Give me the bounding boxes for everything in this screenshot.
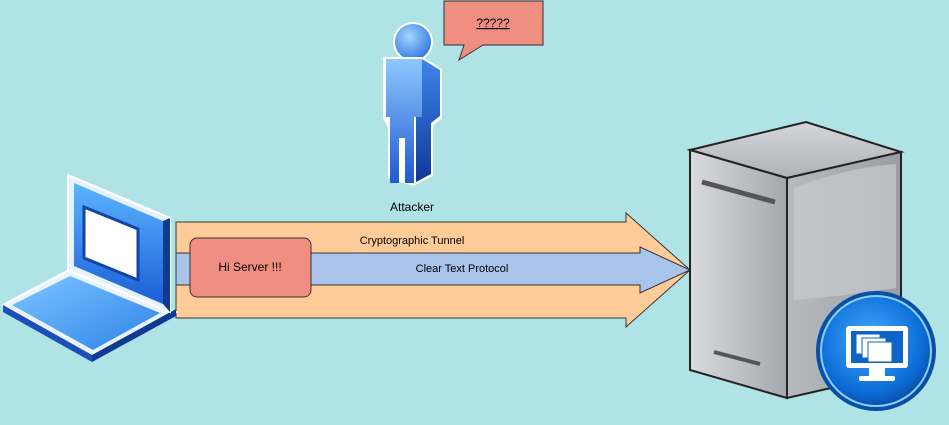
laptop-icon xyxy=(0,173,179,362)
attacker-label: Attacker xyxy=(390,200,434,214)
message-label: Hi Server !!! xyxy=(218,260,281,274)
remote-desktop-icon xyxy=(816,291,936,411)
speech-bubble xyxy=(443,0,544,62)
person-icon xyxy=(383,22,442,186)
protocol-label: Clear Text Protocol xyxy=(416,263,509,275)
tunnel-label: Cryptographic Tunnel xyxy=(360,235,465,247)
speech-text: ????? xyxy=(476,16,510,30)
message-box xyxy=(189,237,312,298)
